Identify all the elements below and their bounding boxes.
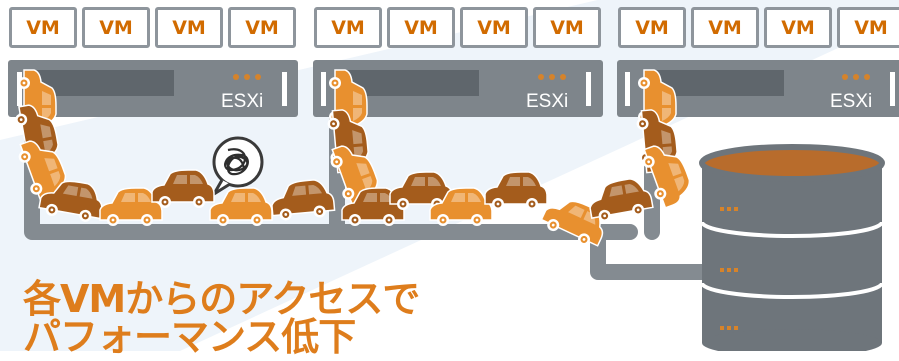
server-host-3 [617, 60, 899, 117]
storage-led [720, 326, 724, 330]
vm-box: VM [228, 7, 296, 48]
car-icon [389, 171, 453, 210]
esxi-label: ESXi [830, 91, 873, 112]
vm-box: VM [9, 7, 77, 48]
storage-top [699, 144, 885, 182]
server-led [560, 74, 566, 80]
caption-line-2: パフォーマンス低下 [23, 315, 356, 359]
car-icon [589, 178, 654, 222]
vm-box: VM [533, 7, 601, 48]
storage-divider [700, 221, 884, 238]
server-led [864, 74, 870, 80]
car-icon [484, 171, 548, 210]
car-icon [99, 187, 163, 226]
vm-box: VM [82, 7, 150, 48]
vm-box: VM [155, 7, 223, 48]
storage-body [702, 163, 882, 343]
server-bracket-left [625, 72, 630, 106]
tangled-scribble-icon [224, 148, 249, 176]
vm-box: VM [837, 7, 899, 48]
car-icon [429, 187, 493, 226]
storage-led [734, 268, 738, 272]
storage-led [727, 268, 731, 272]
server-bracket-right [890, 72, 895, 106]
car-icon [18, 140, 67, 204]
storage-led [727, 207, 731, 211]
storage-bottom [702, 329, 882, 351]
speech-bubble [212, 136, 264, 188]
vm-box: VM [764, 7, 832, 48]
server-led [842, 74, 848, 80]
server-led [255, 74, 261, 80]
caption-line-1: 各VMからのアクセスで [23, 277, 420, 321]
vm-box: VM [691, 7, 759, 48]
server-host-1 [8, 60, 298, 117]
car-icon [38, 180, 103, 222]
car-icon [271, 179, 336, 221]
server-led [853, 74, 859, 80]
vm-box: VM [387, 7, 455, 48]
vm-box: VM [460, 7, 528, 48]
esxi-label: ESXi [221, 91, 264, 112]
database-storage-icon [699, 144, 885, 351]
storage-led [720, 207, 724, 211]
server-led [538, 74, 544, 80]
server-bracket-left [321, 72, 326, 106]
server-vent-grille [36, 70, 174, 96]
car-icon [151, 169, 215, 208]
server-led [233, 74, 239, 80]
storage-divider [700, 282, 884, 299]
car-icon [642, 145, 691, 209]
server-bracket-left [17, 72, 22, 106]
server-led [549, 74, 555, 80]
vm-box: VM [618, 7, 686, 48]
car-icon [540, 200, 604, 247]
diagram-canvas [0, 0, 899, 351]
storage-led [727, 326, 731, 330]
car-icon [209, 187, 273, 226]
traffic-cars [15, 69, 691, 247]
storage-led [720, 268, 724, 272]
car-icon [341, 187, 405, 226]
server-bracket-right [586, 72, 591, 106]
vm-box: VM [314, 7, 382, 48]
server-led [244, 74, 250, 80]
storage-led [734, 326, 738, 330]
esxi-label: ESXi [526, 91, 569, 112]
storage-led [734, 207, 738, 211]
server-bracket-right [282, 72, 287, 106]
